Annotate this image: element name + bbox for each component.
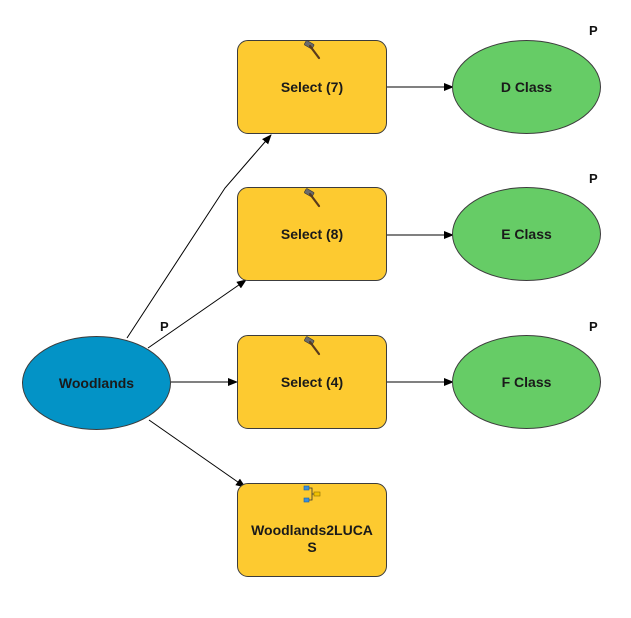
- woodlands2lucas-label: Woodlands2LUCAS: [251, 522, 373, 555]
- fclass-parameter-marker: P: [589, 319, 598, 334]
- select4-label: Select (4): [280, 373, 344, 390]
- woodlands-parameter-marker: P: [160, 319, 169, 334]
- eclass-parameter-marker: P: [589, 171, 598, 186]
- select7-tool-node[interactable]: Select (7): [237, 40, 387, 134]
- fclass-data-node[interactable]: F Class: [452, 335, 601, 429]
- dclass-parameter-marker: P: [589, 23, 598, 38]
- woodlands-label: Woodlands: [58, 374, 135, 391]
- connector-woodlands-select8[interactable]: [147, 279, 247, 349]
- select8-label: Select (8): [280, 225, 344, 242]
- select4-tool-node[interactable]: Select (4): [237, 335, 387, 429]
- hammer-icon: [304, 40, 321, 60]
- hammer-icon: [304, 336, 321, 356]
- select8-tool-node[interactable]: Select (8): [237, 187, 387, 281]
- select7-label: Select (7): [280, 78, 344, 95]
- dclass-label: D Class: [500, 78, 553, 95]
- woodlands-data-node[interactable]: Woodlands: [22, 336, 171, 430]
- eclass-data-node[interactable]: E Class: [452, 187, 601, 281]
- fclass-label: F Class: [501, 373, 552, 390]
- model-tool-icon: [303, 485, 321, 503]
- connector-woodlands-woodlands2lucas[interactable]: [148, 419, 246, 488]
- connector-woodlands-select7[interactable]: [126, 134, 272, 339]
- dclass-data-node[interactable]: D Class: [452, 40, 601, 134]
- hammer-icon: [304, 188, 321, 208]
- eclass-label: E Class: [501, 225, 552, 242]
